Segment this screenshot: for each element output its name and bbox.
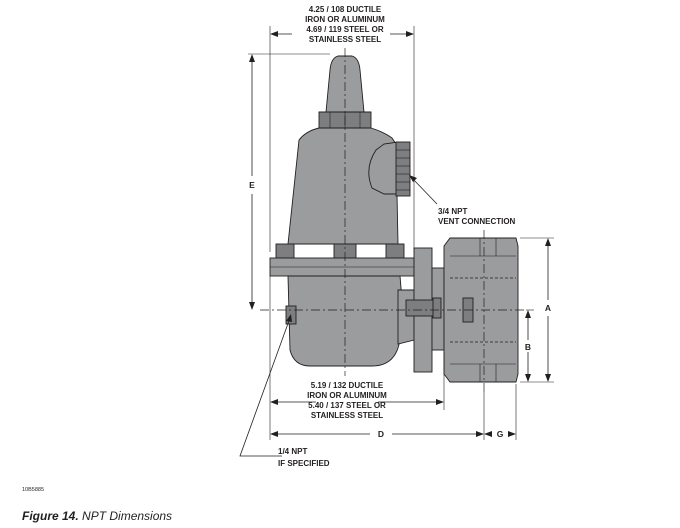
dimension-letter-g: G	[497, 429, 504, 439]
dimension-letter-a: A	[545, 303, 551, 313]
gauge-port-line-2: IF SPECIFIED	[278, 459, 330, 468]
bonnet-bolt-right	[385, 243, 405, 259]
a-b-dimensions: A B	[520, 237, 554, 383]
bonnet-bolt-left	[275, 243, 295, 259]
body-width-line-4: STAINLESS STEEL	[311, 411, 383, 420]
vent-line-1: 3/4 NPT	[438, 207, 467, 216]
body-width-line-2: IRON OR ALUMINUM	[307, 391, 387, 400]
outlet-neck	[397, 289, 415, 345]
d-g-dimensions: D G	[270, 384, 517, 440]
vent-screen	[395, 141, 411, 197]
drawing-id: 10B5885	[22, 487, 45, 493]
vent-callout: 3/4 NPT VENT CONNECTION	[409, 175, 516, 226]
center-lines	[260, 48, 526, 392]
dimension-letter-b: B	[525, 342, 531, 352]
top-width-dimension: 4.25 / 108 DUCTILE IRON OR ALUMINUM 4.69…	[269, 5, 415, 252]
vent-line-2: VENT CONNECTION	[438, 217, 516, 226]
body-width-dimension: 5.19 / 132 DUCTILE IRON OR ALUMINUM 5.40…	[269, 276, 445, 440]
lower-casing	[287, 275, 405, 367]
dimension-letter-d: D	[378, 429, 384, 439]
top-width-line-3: 4.69 / 119 STEEL OR	[306, 25, 383, 34]
flange-nut	[432, 297, 442, 319]
gauge-port-line-1: 1/4 NPT	[278, 447, 307, 456]
e-dimension: E	[248, 53, 330, 310]
top-width-line-4: STAINLESS STEEL	[309, 35, 381, 44]
figure-number: Figure 14.	[22, 509, 79, 523]
top-width-line-2: IRON OR ALUMINUM	[305, 15, 385, 24]
body-width-line-1: 5.19 / 132 DUCTILE	[311, 381, 384, 390]
gauge-port-callout: 1/4 NPT IF SPECIFIED	[239, 314, 330, 468]
body-width-line-3: 5.40 / 137 STEEL OR	[308, 401, 386, 410]
dimension-letter-e: E	[249, 180, 255, 190]
top-width-line-1: 4.25 / 108 DUCTILE	[309, 5, 382, 14]
figure-title: NPT Dimensions	[82, 509, 173, 523]
figure-caption: Figure 14. NPT Dimensions	[22, 509, 172, 523]
